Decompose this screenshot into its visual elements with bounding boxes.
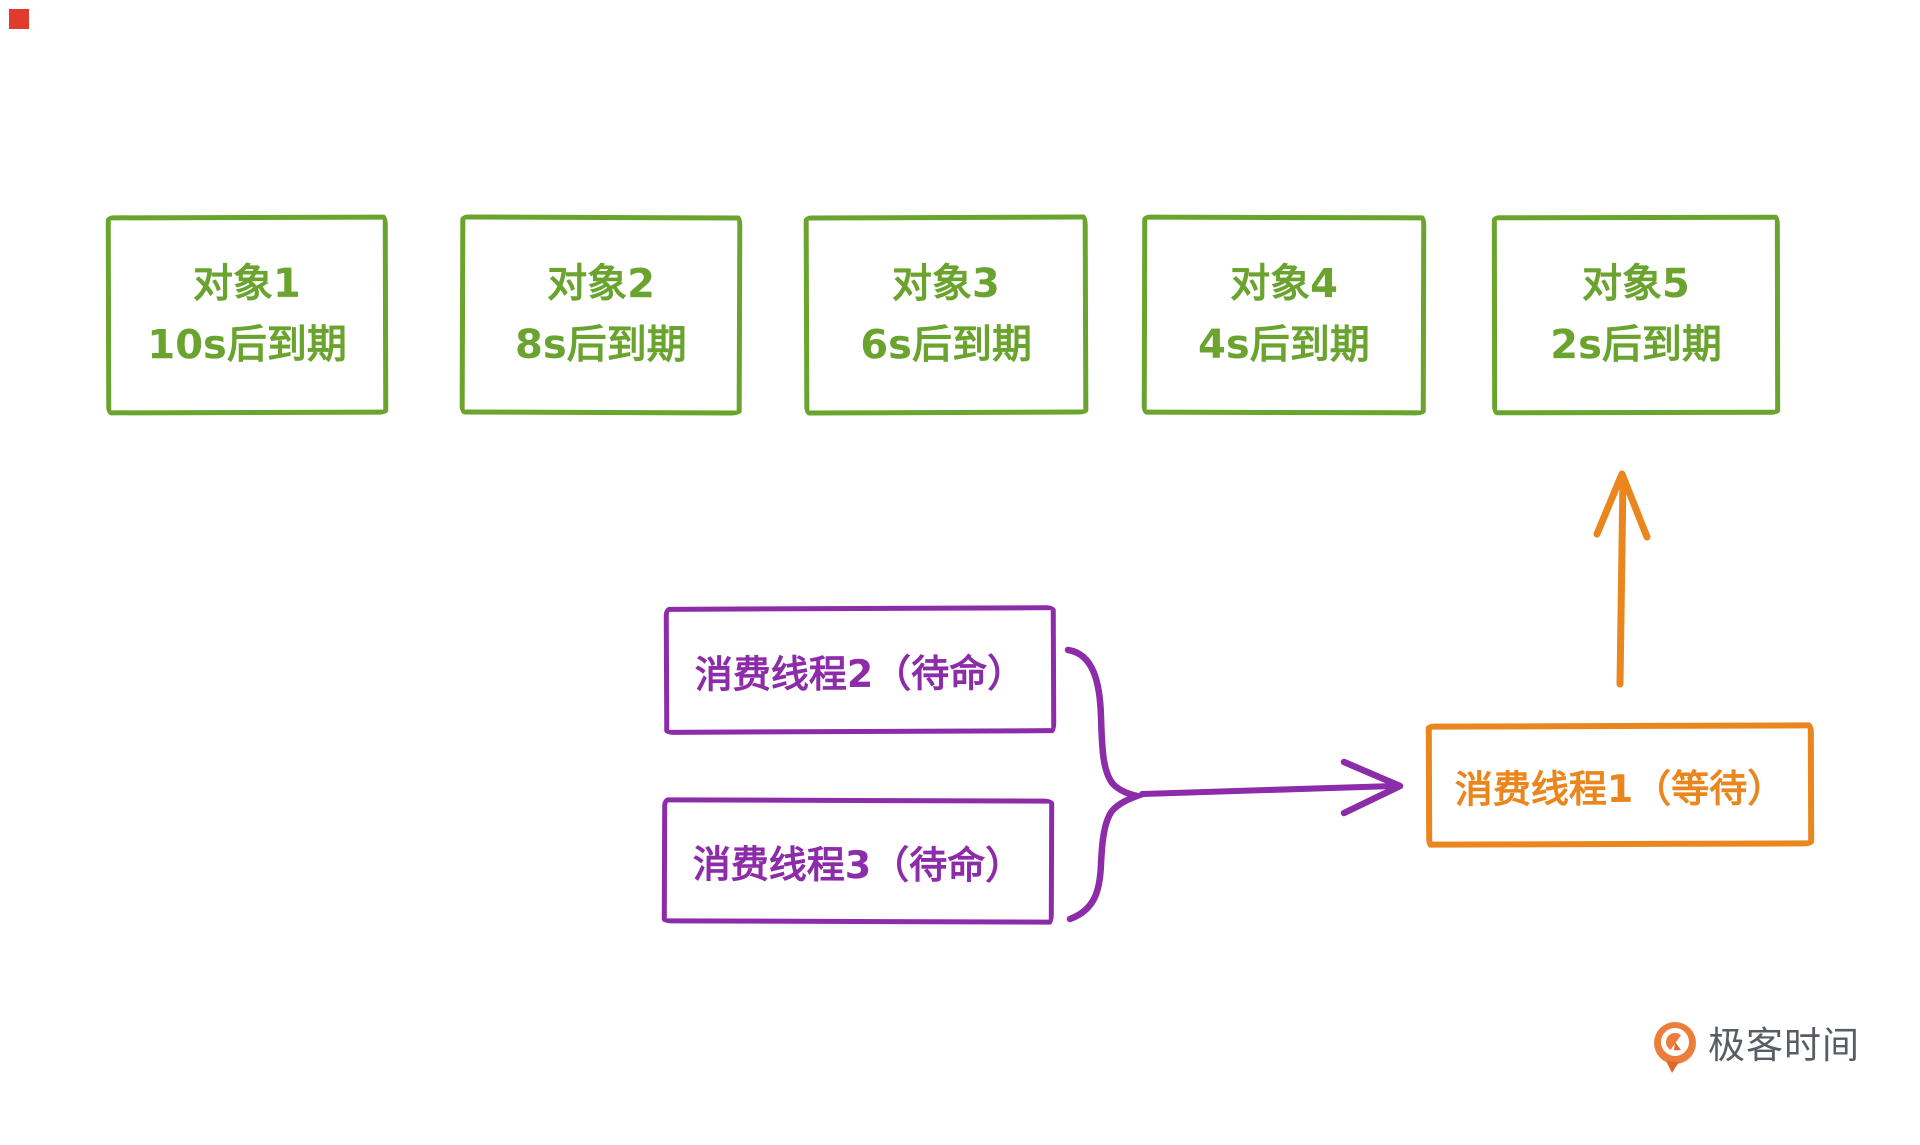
- brace-icon: [1064, 646, 1148, 923]
- geektime-logo-icon: [1654, 1022, 1696, 1073]
- consumer-thread-3-box: 消费线程3（待命）: [661, 797, 1055, 925]
- object-expire: 6s后到期: [860, 321, 1032, 369]
- object-expire: 10s后到期: [147, 321, 347, 369]
- object-box-4: 对象4 4s后到期: [1141, 214, 1427, 416]
- object-title: 对象2: [547, 260, 656, 308]
- object-expire: 8s后到期: [514, 321, 687, 369]
- red-corner-mark: [9, 9, 29, 29]
- arrow-right-line: [1139, 783, 1397, 797]
- consumer-thread-2-label: 消费线程2（待命）: [694, 650, 1026, 697]
- arrow-right-head-icon: [1340, 758, 1404, 817]
- object-title: 对象5: [1581, 260, 1690, 308]
- object-expire: 2s后到期: [1550, 321, 1722, 369]
- object-box-3: 对象3 6s后到期: [803, 214, 1089, 416]
- arrow-up-line: [1616, 474, 1627, 688]
- object-expire: 4s后到期: [1198, 321, 1370, 369]
- consumer-thread-3-label: 消费线程3（待命）: [692, 841, 1024, 888]
- geektime-logo: 极客时间: [1650, 1018, 1860, 1074]
- object-title: 对象1: [192, 260, 301, 308]
- object-box-1: 对象1 10s后到期: [105, 214, 389, 416]
- object-box-2: 对象2 8s后到期: [459, 214, 743, 416]
- consumer-thread-2-box: 消费线程2（待命）: [663, 605, 1057, 735]
- object-box-5: 对象5 2s后到期: [1491, 214, 1781, 416]
- object-title: 对象4: [1230, 260, 1339, 308]
- consumer-thread-1-label: 消费线程1（等待）: [1454, 765, 1786, 812]
- geektime-logo-text: 极客时间: [1708, 1024, 1860, 1067]
- consumer-thread-1-box: 消费线程1（等待）: [1425, 722, 1815, 848]
- arrow-up-head-icon: [1593, 470, 1651, 541]
- object-title: 对象3: [891, 260, 1000, 308]
